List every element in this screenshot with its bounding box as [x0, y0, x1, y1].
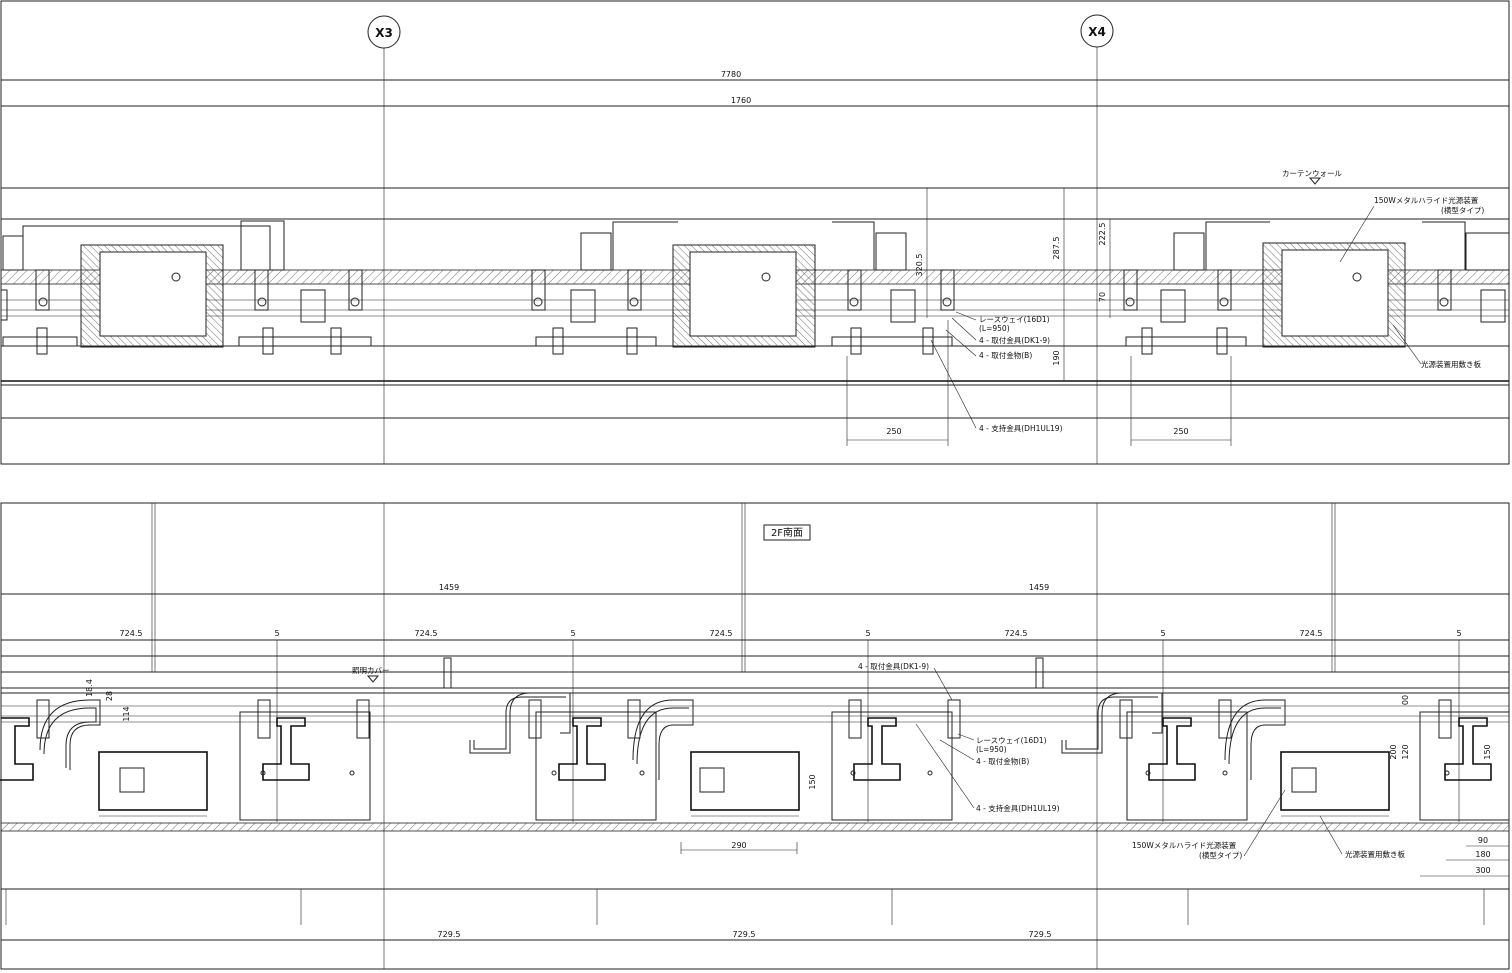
dim-120: 120 [1401, 744, 1410, 759]
dim-287: 287.5 [1052, 237, 1061, 260]
dim-90: 90 [1478, 836, 1488, 845]
dim-724-3: 724.5 [710, 629, 733, 638]
label-lamp-unit-bottom-line1: 150Wメタルハライド光源装置 [1132, 840, 1237, 850]
elevation-panel: 2F南面 1459 1459 724.5 5 724.5 5 724.5 5 7… [0, 502, 1510, 970]
label-lamp-unit-line1: 150Wメタルハライド光源装置 [1374, 195, 1479, 205]
dim-724-1: 724.5 [120, 629, 143, 638]
grid-label-x4: X4 [1088, 25, 1106, 39]
dim-overall: 7780 [721, 70, 741, 79]
lamp-unit-3 [1262, 242, 1406, 348]
grid-line-x3: X3 [367, 15, 401, 464]
label-lamp-unit-line2: (横型タイプ) [1441, 205, 1484, 215]
dim-5-4: 5 [1160, 629, 1165, 638]
label-bracket-b: 4 - 取付金物(B) [979, 350, 1032, 360]
label-bracket-b-bottom: 4 - 取付金物(B) [976, 756, 1029, 766]
dim-190: 190 [1052, 350, 1061, 365]
dim-729-2: 729.5 [733, 930, 756, 939]
lamp-unit-1 [80, 244, 224, 348]
label-support: 4 - 支持金具(DH1UL19) [979, 423, 1063, 433]
label-lamp-base: 光源装置用敷き板 [1421, 359, 1481, 369]
elevation-mounts [0, 699, 1510, 821]
label-light-cover: 照明カバー [352, 666, 390, 675]
dim-5-2: 5 [570, 629, 575, 638]
dim-18: 18.4 [85, 679, 94, 697]
plan-brackets [0, 220, 1510, 355]
dim-320: 320.5 [915, 254, 924, 277]
dim-5-5: 5 [1456, 629, 1461, 638]
dim-114: 114 [122, 706, 131, 721]
dim-00: 00 [1401, 695, 1410, 705]
dim-sub: 1760 [731, 96, 751, 105]
label-curtain-wall: カーテンウォール [1282, 169, 1342, 178]
lamp-unit-2 [672, 244, 816, 348]
dim-150-b: 150 [1483, 744, 1492, 759]
dim-724-2: 724.5 [415, 629, 438, 638]
cable-loops [39, 692, 1286, 780]
dim-729-3: 729.5 [1029, 930, 1052, 939]
label-support-bottom: 4 - 支持金具(DH1UL19) [976, 803, 1060, 813]
dim-222: 222.5 [1098, 223, 1107, 246]
label-raceway-bottom-line2: (L=950) [976, 745, 1007, 754]
dim-250-a: 250 [886, 427, 901, 436]
dim-span-a: 1459 [439, 583, 459, 592]
dim-724-5: 724.5 [1300, 629, 1323, 638]
grid-line-x4: X4 [1080, 14, 1114, 464]
label-raceway-bottom-line1: レースウェイ(16D1) [976, 736, 1047, 745]
dim-180: 180 [1475, 850, 1490, 859]
dim-724-4: 724.5 [1005, 629, 1028, 638]
dim-5-1: 5 [274, 629, 279, 638]
dim-28: 28 [105, 691, 114, 701]
elevation-title: 2F南面 [771, 526, 803, 539]
dim-span-b: 1459 [1029, 583, 1049, 592]
dim-70: 70 [1098, 292, 1107, 302]
dim-250-b: 250 [1173, 427, 1188, 436]
label-raceway-line1: レースウェイ(16D1) [979, 315, 1050, 324]
label-lamp-base-bottom: 光源装置用敷き板 [1345, 849, 1405, 859]
dim-5-3: 5 [865, 629, 870, 638]
label-bracket-dk-bottom: 4 - 取付金具(DK1-9) [858, 661, 929, 671]
label-raceway-line2: (L=950) [979, 324, 1010, 333]
label-lamp-unit-bottom-line2: (横型タイプ) [1199, 850, 1242, 860]
label-bracket-dk: 4 - 取付金具(DK1-9) [979, 335, 1050, 345]
dim-729-1: 729.5 [438, 930, 461, 939]
dim-200: 200 [1389, 744, 1398, 759]
ballast-boxes [98, 751, 1390, 817]
dim-290: 290 [731, 841, 746, 850]
plan-panel: X3 X4 7780 1760 [0, 0, 1510, 465]
grid-label-x3: X3 [375, 26, 393, 40]
floor-band [0, 822, 1510, 832]
dim-300: 300 [1475, 866, 1490, 875]
dim-150-a: 150 [808, 774, 817, 789]
